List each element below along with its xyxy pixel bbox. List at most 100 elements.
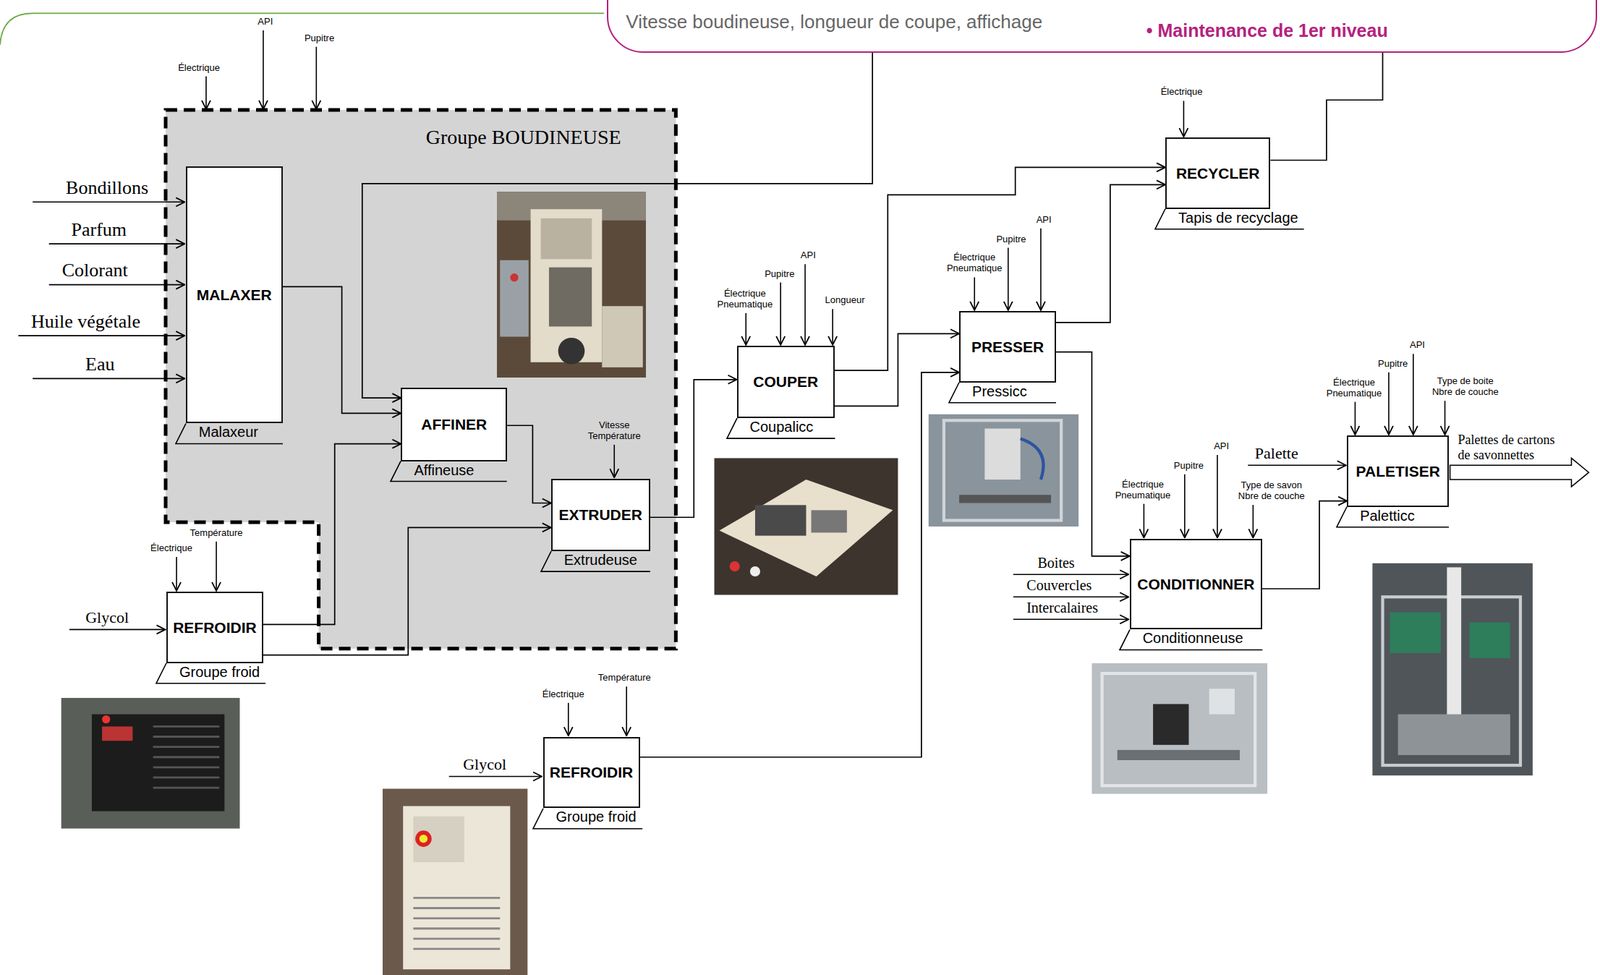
signal-arrow: [1013, 573, 1129, 576]
chiller-photo: [61, 698, 241, 829]
machine-photo: [713, 457, 898, 595]
signal-arrow: [779, 282, 782, 346]
signal-label: API: [1409, 339, 1426, 351]
signal-arrow: [1013, 619, 1129, 621]
process-title: PRESSER: [971, 338, 1044, 356]
name-bracket: [156, 663, 266, 684]
process-title: PALETISER: [1356, 462, 1441, 481]
name-bracket: [1336, 507, 1449, 528]
signal-arrow: [1007, 248, 1010, 311]
signal-arrow: [804, 264, 806, 346]
signal-arrow: [613, 444, 615, 478]
signal-arrow: [1354, 402, 1357, 435]
signal-arrow: [1444, 400, 1446, 435]
signal-arrow: [1183, 100, 1185, 137]
input-label: Huile végétale: [30, 311, 142, 333]
note-text: • Maintenance de 1er niveau: [1146, 19, 1389, 41]
signal-label: Température: [189, 528, 244, 539]
process-title: RECYCLER: [1176, 164, 1261, 183]
process-title: EXTRUDER: [558, 506, 643, 524]
name-bracket: [726, 418, 835, 439]
process-title: CONDITIONNER: [1137, 575, 1255, 594]
signal-label: Type de boite Nbre de couche: [1427, 376, 1504, 398]
signal-label: Électrique Pneumatique: [1325, 377, 1384, 400]
signal-label: Électrique: [149, 543, 194, 555]
signal-label: API: [256, 16, 274, 28]
input-label: Eau: [84, 353, 116, 376]
signal-label: Longueur: [824, 295, 866, 306]
signal-arrow: [316, 47, 318, 110]
machine-name: Groupe froid: [179, 664, 260, 680]
machine-name: Paletticc: [1359, 507, 1415, 524]
process-box: CONDITIONNERConditionneuse: [1129, 538, 1263, 631]
signal-arrow: [1216, 454, 1219, 539]
signal-label: Électrique: [541, 689, 586, 701]
flow-arrow: [834, 167, 1166, 371]
signal-arrow: [49, 284, 186, 286]
input-label: Glycol: [462, 755, 508, 774]
signal-label: Pupitre: [763, 269, 795, 280]
signal-arrow: [49, 243, 186, 245]
signal-arrow: [69, 629, 166, 631]
signal-arrow: [175, 556, 178, 591]
process-box: PALETISERPaletticc: [1346, 435, 1449, 508]
signal-label: Électrique: [1160, 86, 1204, 98]
name-bracket: [533, 807, 643, 829]
signal-label: API: [1213, 441, 1230, 453]
signal-arrow: [567, 703, 570, 736]
machine-name: Pressicc: [972, 383, 1028, 400]
signal-arrows: [18, 30, 1445, 777]
process-title: MALAXER: [196, 286, 272, 304]
signal-arrow: [1040, 228, 1042, 311]
flow-arrow: [640, 372, 960, 758]
machine-photo: [928, 414, 1079, 527]
machine-name: Conditionneuse: [1142, 630, 1244, 646]
signal-arrow: [1412, 353, 1415, 435]
machine-photo: [496, 191, 646, 378]
flow-arrow: [362, 20, 1384, 398]
machine-name: Tapis de recyclage: [1178, 209, 1299, 226]
signal-arrow: [1143, 504, 1146, 539]
signal-label: Pupitre: [303, 33, 335, 45]
signal-label: Pupitre: [1173, 460, 1205, 472]
note-box: Vitesse boudineuse, longueur de coupe, a…: [606, 0, 1597, 53]
signal-label: Vitesse Température: [587, 420, 642, 442]
signal-label: Pupitre: [995, 234, 1027, 246]
signal-arrow: [32, 378, 185, 380]
input-label: Couvercles: [1025, 577, 1093, 594]
signal-arrow: [831, 308, 834, 346]
input-label: Bondillons: [65, 177, 150, 199]
group-outline: [165, 109, 676, 649]
signal-label: Pupitre: [1377, 358, 1409, 370]
signal-arrow: [205, 76, 207, 110]
process-title: AFFINER: [420, 415, 487, 434]
signal-arrow: [1184, 474, 1186, 539]
process-box: REFROIDIRGroupe froid: [543, 737, 641, 809]
signal-arrow: [625, 686, 628, 736]
machine-name: Affineuse: [413, 462, 474, 479]
name-bracket: [949, 382, 1057, 403]
signal-label: API: [1035, 214, 1053, 226]
signal-arrow: [32, 201, 185, 204]
name-bracket: [390, 461, 508, 482]
flow-arrow: [1262, 501, 1347, 589]
signal-arrow: [1388, 372, 1390, 435]
output-label: Palettes de cartons de savonnettes: [1457, 432, 1561, 463]
signal-arrow: [18, 334, 185, 337]
machine-name: Coupalicc: [750, 418, 814, 435]
signal-arrow: [973, 277, 976, 310]
input-label: Glycol: [84, 608, 130, 627]
group-title: Groupe BOUDINEUSE: [426, 125, 622, 150]
signal-arrow: [1013, 596, 1129, 598]
input-label: Intercalaires: [1025, 599, 1099, 617]
process-title: REFROIDIR: [172, 619, 257, 637]
machine-photo: [1372, 563, 1533, 776]
name-bracket: [1119, 629, 1263, 650]
process-title: COUPER: [752, 373, 819, 391]
process-box: MALAXERMalaxeur: [185, 166, 283, 424]
signal-arrow: [1252, 504, 1255, 538]
signal-label: Type de savon Nbre de couche: [1233, 480, 1310, 502]
signal-arrow: [449, 776, 542, 778]
machine-photo: [1091, 663, 1268, 795]
